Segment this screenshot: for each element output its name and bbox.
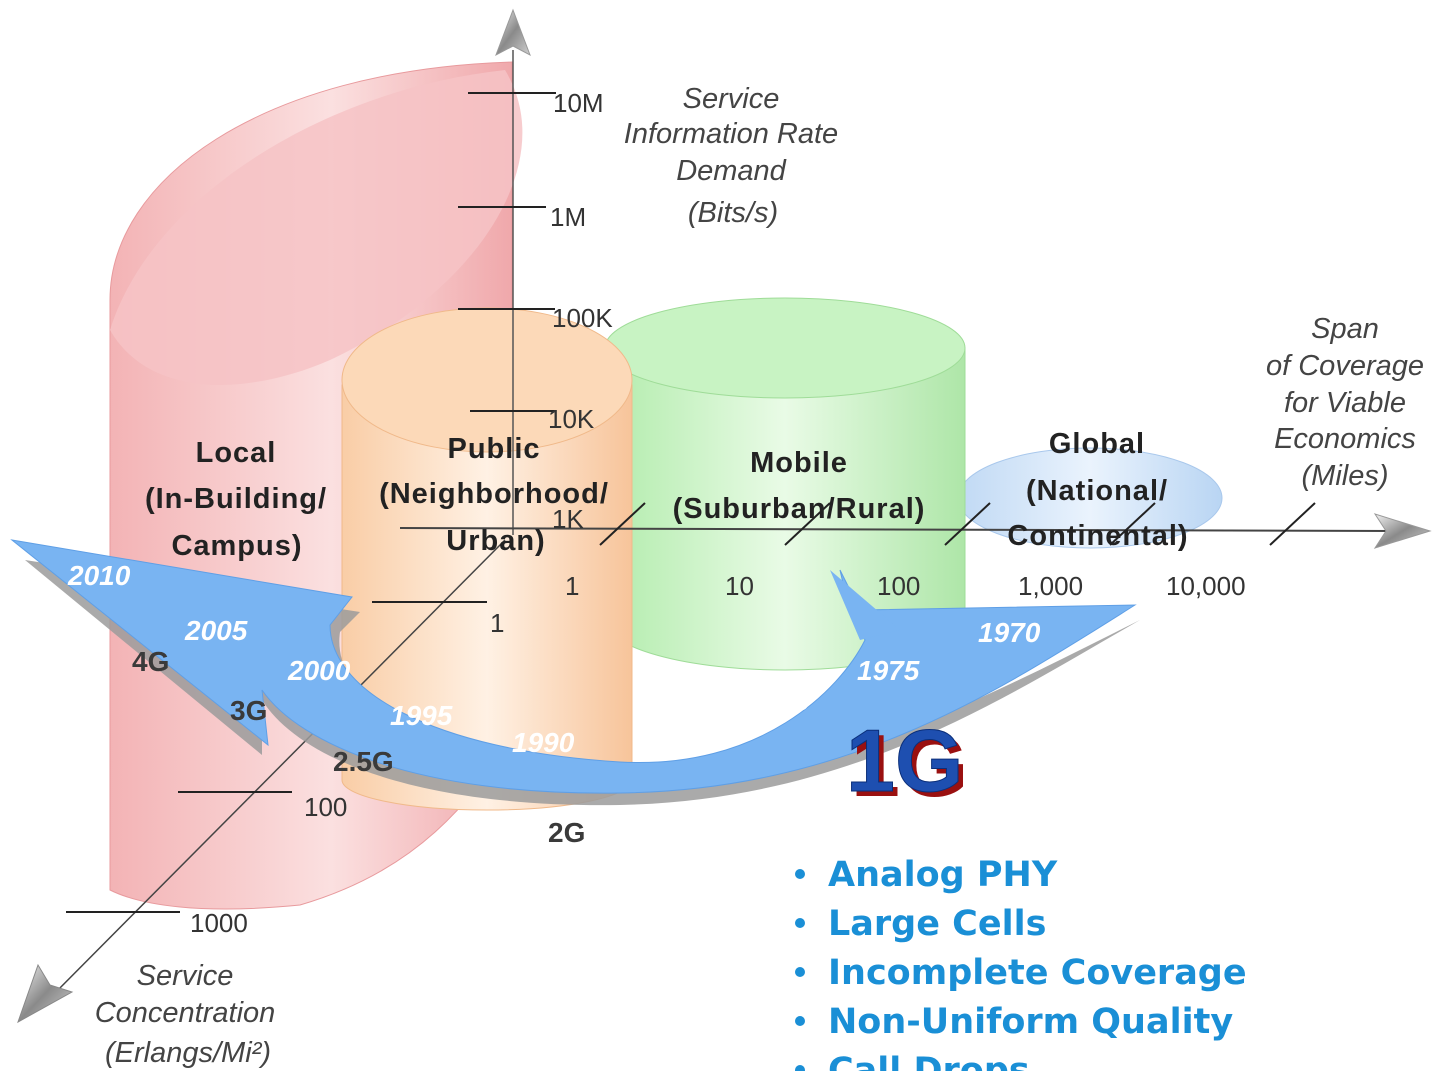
feature-bullets: Analog PHY Large Cells Incomplete Covera… (795, 855, 1247, 1071)
tick-1m: 1M (550, 202, 586, 232)
tick-span-10: 10 (725, 571, 754, 601)
svg-text:Urban): Urban) (446, 525, 545, 557)
svg-text:Service: Service (137, 960, 234, 992)
bullet-item: Analog PHY (795, 855, 1058, 895)
tick-conc-1: 1 (490, 608, 504, 638)
tick-conc-100: 100 (304, 792, 347, 822)
tick-span-1000: 1,000 (1018, 571, 1083, 601)
badge-1g-shadow: 1G (851, 716, 968, 815)
badge-1g: 1G 1G (846, 711, 969, 816)
bullet-item: Large Cells (795, 904, 1046, 944)
svg-text:Mobile: Mobile (750, 447, 848, 479)
year-2010: 2010 (67, 560, 131, 591)
bullet-item: Call Drops (795, 1051, 1030, 1071)
segment-public-label: Public (Neighborhood/ Urban) (379, 433, 609, 557)
svg-text:(National/: (National/ (1026, 475, 1168, 507)
gen-2g: 2G (548, 817, 585, 848)
gen-2-5g: 2.5G (333, 746, 394, 777)
svg-text:Demand: Demand (676, 155, 786, 187)
up-arrow-icon (495, 8, 531, 57)
svg-text:Concentration: Concentration (95, 997, 276, 1029)
svg-text:(Bits/s): (Bits/s) (688, 197, 778, 229)
tick-100k: 100K (552, 303, 613, 333)
svg-text:Span: Span (1311, 313, 1379, 345)
tick-span-100: 100 (877, 571, 920, 601)
svg-text:(Suburban/Rural): (Suburban/Rural) (673, 493, 926, 525)
down-left-arrow-icon (17, 963, 74, 1024)
gen-4g: 4G (132, 646, 169, 677)
segment-global-label: Global (National/ Continental) (1007, 428, 1188, 552)
svg-text:Call Drops: Call Drops (828, 1051, 1030, 1071)
svg-text:Incomplete Coverage: Incomplete Coverage (828, 953, 1247, 993)
tick-1k: 1K (552, 504, 584, 534)
right-arrow-icon (1373, 513, 1432, 549)
svg-text:Public: Public (447, 433, 540, 465)
svg-text:(In-Building/: (In-Building/ (145, 483, 327, 515)
generation-labels: 4G 3G 2.5G 2G (132, 646, 585, 848)
tick-10k: 10K (548, 404, 595, 434)
evolution-arrow (10, 539, 1137, 794)
axis-lines (47, 50, 1396, 1001)
depth-axis-label: Service Concentration (Erlangs/Mi²) (95, 960, 276, 1069)
year-2005: 2005 (184, 615, 248, 646)
svg-text:Service: Service (683, 83, 780, 115)
svg-text:Analog PHY: Analog PHY (828, 855, 1058, 895)
year-1970: 1970 (978, 617, 1041, 648)
svg-text:Local: Local (196, 437, 277, 469)
svg-text:Campus): Campus) (171, 530, 302, 562)
tick-10m: 10M (553, 88, 604, 118)
tick-span-10000: 10,000 (1166, 571, 1246, 601)
year-1985: 1985 (632, 717, 695, 748)
year-1995: 1995 (390, 700, 453, 731)
segment-mobile-label: Mobile (Suburban/Rural) (673, 447, 926, 525)
svg-text:Economics: Economics (1274, 423, 1416, 455)
tick-conc-1000: 1000 (190, 908, 248, 938)
svg-text:Large Cells: Large Cells (828, 904, 1046, 944)
year-1980: 1980 (748, 685, 811, 716)
svg-text:(Miles): (Miles) (1302, 460, 1389, 492)
year-1990: 1990 (512, 727, 575, 758)
segment-local-label: Local (In-Building/ Campus) (145, 437, 327, 562)
bullet-item: Incomplete Coverage (795, 953, 1247, 993)
year-labels: 2010 2005 2000 1995 1990 1985 1980 1975 … (67, 560, 1041, 758)
svg-text:Information Rate: Information Rate (624, 118, 838, 150)
bullet-item: Non-Uniform Quality (795, 1002, 1233, 1042)
segment-public-shape (341, 307, 633, 811)
svg-text:Global: Global (1049, 428, 1145, 460)
year-2000: 2000 (287, 655, 351, 686)
svg-text:of Coverage: of Coverage (1266, 350, 1424, 382)
gen-3g: 3G (230, 695, 267, 726)
tick-span-1: 1 (565, 571, 579, 601)
svg-text:Non-Uniform Quality: Non-Uniform Quality (828, 1002, 1233, 1042)
segment-mobile-shape (604, 297, 966, 671)
horizontal-axis-label: Span of Coverage for Viable Economics (M… (1266, 313, 1424, 492)
svg-text:(Erlangs/Mi²): (Erlangs/Mi²) (105, 1037, 271, 1069)
svg-text:(Neighborhood/: (Neighborhood/ (379, 478, 609, 510)
svg-text:Continental): Continental) (1007, 520, 1188, 552)
svg-text:for Viable: for Viable (1284, 387, 1406, 419)
year-1975: 1975 (857, 655, 920, 686)
vertical-axis-label: Service Information Rate Demand (Bits/s) (624, 83, 838, 229)
badge-1g-label: 1G (846, 711, 963, 810)
